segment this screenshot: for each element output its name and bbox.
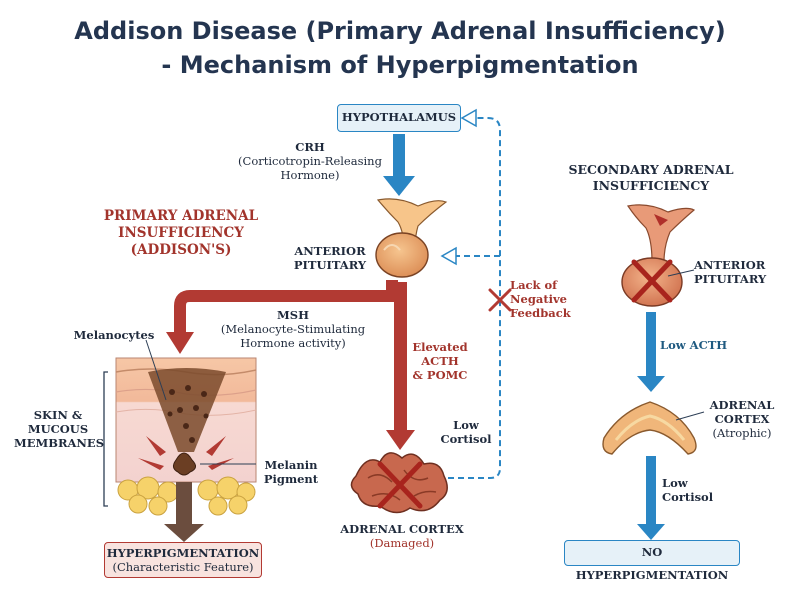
page-subtitle: - Mechanism of Hyperpigmentation [161, 51, 639, 79]
feedback-line1: Lack of [510, 278, 558, 292]
primary-heading-line1: PRIMARY ADRENAL [103, 208, 259, 224]
atrophic-adrenal-label: ADRENAL CORTEX (Atrophic) [704, 398, 780, 440]
anterior-pituitary-graphic [375, 198, 448, 278]
primary-heading: PRIMARY ADRENAL INSUFFICIENCY (ADDISON'S… [96, 208, 266, 259]
skin-cross-section-graphic [115, 357, 257, 516]
secondary-pituitary-line1: ANTERIOR [694, 258, 766, 272]
melanocytes-label: Melanocytes [73, 328, 155, 342]
secondary-heading: SECONDARY ADRENAL INSUFFICIENCY [566, 162, 736, 194]
crh-arrow [383, 134, 415, 196]
atrophic-adrenal-line1: ADRENAL [709, 398, 775, 412]
center-low-cortisol-line2: Cortisol [440, 432, 492, 446]
feedback-line3: Feedback [510, 306, 571, 320]
hyperpigmentation-arrow [164, 482, 204, 542]
feedback-line2: Negative [510, 292, 568, 306]
anterior-pituitary-label: ANTERIOR PITUITARY [288, 244, 372, 272]
crh-label-line1: CRH [295, 140, 325, 154]
msh-label-line3: Hormone activity) [240, 336, 346, 350]
secondary-pituitary-label: ANTERIOR PITUITARY [694, 258, 778, 286]
no-hyperpigmentation-label: NO HYPERPIGMENTATION [575, 545, 729, 582]
hyperpigmentation-line2: (Characteristic Feature) [112, 560, 254, 574]
anterior-pituitary-line2: PITUITARY [293, 258, 367, 272]
no-hyperpigmentation-box: NO HYPERPIGMENTATION [564, 540, 740, 582]
secondary-pituitary-pointer [667, 269, 695, 277]
damaged-adrenal-line2: (Damaged) [369, 536, 435, 550]
atrophic-adrenal-line2: CORTEX [714, 412, 770, 426]
hyperpigmentation-box: HYPERPIGMENTATION (Characteristic Featur… [104, 542, 262, 578]
skin-label-line3: MEMBRANES [14, 436, 105, 450]
low-acth-arrow [637, 312, 665, 392]
atrophic-adrenal-pointer [675, 411, 705, 421]
melanin-label-line1: Melanin [264, 458, 318, 472]
hypothalamus-label: HYPOTHALAMUS [341, 110, 457, 124]
secondary-heading-line2: INSUFFICIENCY [592, 178, 710, 193]
primary-heading-line2: INSUFFICIENCY [118, 225, 244, 241]
elevated-acth-line2: ACTH [421, 354, 459, 368]
secondary-pituitary-line2: PITUITARY [694, 272, 767, 286]
damaged-adrenal-label: ADRENAL CORTEX (Damaged) [330, 522, 474, 550]
msh-label-line2: (Melanocyte-Stimulating [220, 322, 366, 336]
atrophic-adrenal-graphic [602, 401, 697, 455]
page-title: Addison Disease (Primary Adrenal Insuffi… [74, 17, 726, 45]
melanin-label: Melanin Pigment [256, 458, 326, 486]
secondary-heading-line1: SECONDARY ADRENAL [568, 162, 734, 177]
skin-label: SKIN & MUCOUS MEMBRANES [14, 408, 105, 450]
center-low-cortisol-line1: Low [453, 418, 479, 432]
elevated-acth-line1: Elevated [412, 340, 468, 354]
secondary-low-cortisol-label: Low Cortisol [662, 476, 722, 504]
anterior-pituitary-line1: ANTERIOR [294, 244, 366, 258]
damaged-adrenal-x-icon [377, 461, 423, 509]
feedback-loop [448, 117, 501, 479]
secondary-low-cortisol-line2: Cortisol [662, 490, 714, 504]
primary-heading-line3: (ADDISON'S) [130, 242, 232, 258]
center-low-cortisol-label: Low Cortisol [436, 418, 496, 446]
crh-label-line2: (Corticotropin-Releasing [238, 154, 382, 168]
feedback-block-x-icon [488, 288, 512, 312]
msh-label-line1: MSH [277, 308, 309, 322]
secondary-pituitary-x-icon [631, 259, 673, 303]
melanocytes-pointer [145, 339, 167, 401]
msh-label: MSH (Melanocyte-Stimulating Hormone acti… [208, 308, 378, 350]
atrophic-adrenal-line3: (Atrophic) [712, 426, 772, 440]
secondary-low-cortisol-line1: Low [662, 476, 688, 490]
hyperpigmentation-line1: HYPERPIGMENTATION [106, 546, 260, 560]
skin-bracket [103, 371, 108, 507]
hypothalamus-box: HYPOTHALAMUS [337, 104, 461, 132]
feedback-label: Lack of Negative Feedback [510, 278, 574, 320]
crh-label: CRH (Corticotropin-Releasing Hormone) [230, 140, 390, 182]
elevated-acth-line3: & POMC [412, 368, 468, 382]
secondary-low-cortisol-arrow [637, 456, 665, 540]
damaged-adrenal-line1: ADRENAL CORTEX [340, 522, 464, 536]
msh-and-acth-arrows [166, 280, 415, 450]
skin-label-line2: MUCOUS [27, 422, 89, 436]
melanin-label-line2: Pigment [263, 472, 319, 486]
feedback-arrowheads [440, 108, 477, 266]
crh-label-line3: Hormone) [280, 168, 340, 182]
skin-label-line1: SKIN & [33, 408, 83, 422]
low-acth-label: Low ACTH [660, 338, 728, 352]
elevated-acth-label: Elevated ACTH & POMC [408, 340, 472, 382]
